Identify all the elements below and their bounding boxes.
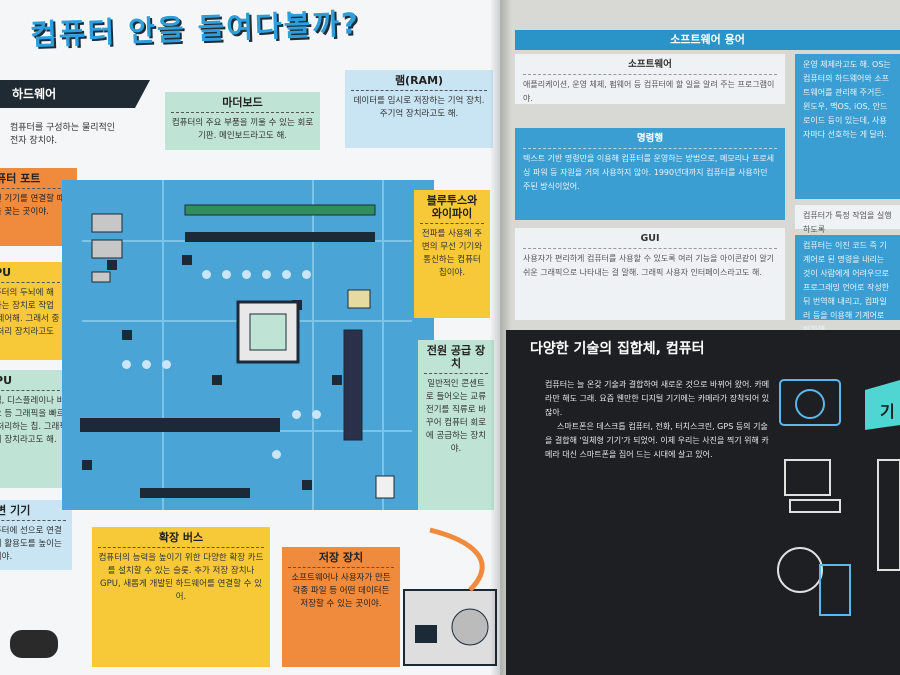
term-software-text: 애플리케이션, 운영 체제, 펌웨어 등 컴퓨터에 할 일을 알려 주는 프로그… [523,80,775,103]
motherboard-title: 마더보드 [171,96,314,113]
fusion-p2: 스마트폰은 데스크톱 컴퓨터, 전화, 터치스크린, GPS 등의 기술을 결합… [545,422,769,459]
software-header: 소프트웨어 용어 [515,30,900,50]
gpu-text: 게임, 디스플레이나 비디오 등 그래픽을 빠르게 처리하는 칩. 그래픽 처리… [0,396,68,445]
gpu-title: GPU [0,374,70,391]
ram-box: 램(RAM) 데이터를 임시로 저장하는 기억 장치. 주기억 장치라고도 해. [345,70,493,148]
term-cmd-title: 명령행 [523,132,777,149]
hardware-desc: 컴퓨터를 구성하는 물리적인 전자 장치야. [10,123,116,146]
motherboard-box: 마더보드 컴퓨터의 주요 부품을 끼울 수 있는 회로 기판. 메인보드라고도 … [165,92,320,150]
storage-text: 소프트웨어나 사용자가 만든 각종 파일 등 어떤 데이터든 저장할 수 있는 … [291,573,391,609]
storage-box: 저장 장치 소프트웨어나 사용자가 만든 각종 파일 등 어떤 데이터든 저장할… [282,547,400,667]
term-code-text: 컴퓨터는 이진 코드 즉 기계어로 된 명령을 내리는 것이 사람에게 어려우므… [803,241,890,334]
fusion-text: 컴퓨터는 늘 온갖 기술과 결합하여 새로운 것으로 바뀌어 왔어. 카메라만 … [545,378,770,462]
term-gui: GUI 사용자가 편리하게 컴퓨터를 사용할 수 있도록 여러 기능을 아이콘같… [515,228,785,320]
fusion-illustrations [777,379,900,616]
bluetooth-title: 블루투스와 와이파이 [420,194,484,224]
left-page: 컴퓨터 안을 들여다볼까? 하드웨어 컴퓨터를 구성하는 물리적인 전자 장치야… [0,0,500,675]
term-firmware-text: 컴퓨터가 특정 작업을 실행하도록 [803,211,892,234]
term-software: 소프트웨어 애플리케이션, 운영 체제, 펌웨어 등 컴퓨터에 할 일을 알려 … [515,54,785,104]
expansion-text: 컴퓨터의 능력을 높이기 위한 다양한 확장 카드를 설치할 수 있는 슬롯. … [98,553,264,602]
power-text: 일반적인 콘센트로 들어오는 교류 전기를 직류로 바꾸어 컴퓨터 회로에 공급… [425,379,487,454]
motherboard-text: 컴퓨터의 주요 부품을 끼울 수 있는 회로 기판. 메인보드라고도 해. [171,118,314,141]
cpu-title: CPU [0,266,60,283]
cpu-text: 컴퓨터의 두뇌에 해당하는 장치로 작업을 제어해. 그래서 중앙 처리 장치라… [0,288,60,337]
term-software-title: 소프트웨어 [523,58,777,75]
bluetooth-box: 블루투스와 와이파이 전파를 사용해 주변의 무선 기기와 통신하는 컴퓨터 칩… [414,190,490,318]
term-firmware: 컴퓨터가 특정 작업을 실행하도록 [795,205,900,234]
peripheral-box: 주변 기기 컴퓨터에 선으로 연결하여 활용도를 높이는 장치야. [0,500,72,570]
storage-title: 저장 장치 [288,551,394,568]
term-gui-text: 사용자가 편리하게 컴퓨터를 사용할 수 있도록 여러 기능을 아이콘같이 알기… [523,254,775,277]
bluetooth-text: 전파를 사용해 주변의 무선 기기와 통신하는 컴퓨터 칩이야. [421,229,483,278]
power-title: 전원 공급 장치 [424,344,488,374]
cpu-box: CPU 컴퓨터의 두뇌에 해당하는 장치로 작업을 제어해. 그래서 중앙 처리… [0,262,66,360]
board-components [10,204,497,666]
term-os-text: 운영 체제라고도 해. OS는 컴퓨터의 하드웨어와 소프트웨어를 관리해 주거… [803,60,891,139]
peripheral-text: 컴퓨터에 선으로 연결하여 활용도를 높이는 장치야. [0,526,62,562]
expansion-title: 확장 버스 [98,531,264,548]
fusion-header: 다양한 기술의 집합체, 컴퓨터 [530,341,705,357]
hardware-badge: 하드웨어 [0,80,150,108]
term-os: 운영 체제라고도 해. OS는 컴퓨터의 하드웨어와 소프트웨어를 관리해 주거… [795,54,900,199]
term-cmd-text: 텍스트 기반 명령만을 이용해 컴퓨터를 운영하는 방법으로, 메모리나 프로세… [523,154,775,191]
ram-title: 램(RAM) [351,74,487,91]
fusion-bubble-text: 기 [880,402,895,421]
power-box: 전원 공급 장치 일반적인 콘센트로 들어오는 교류 전기를 직류로 바꾸어 컴… [418,340,494,510]
peripheral-title: 주변 기기 [0,504,66,521]
term-gui-title: GUI [523,232,777,249]
fusion-p1: 컴퓨터는 늘 온갖 기술과 결합하여 새로운 것으로 바뀌어 왔어. 카메라만 … [545,380,770,417]
term-cmd: 명령행 텍스트 기반 명령만을 이용해 컴퓨터를 운영하는 방법으로, 메모리나… [515,128,785,220]
ram-text: 데이터를 임시로 저장하는 기억 장치. 주기억 장치라고도 해. [353,96,485,119]
port-title: 컴퓨터 포트 [0,172,71,189]
port-text: 주변 기기를 연결할 때 선을 꽂는 곳이야. [0,194,65,217]
fusion-section [506,330,900,675]
term-code: 컴퓨터는 이진 코드 즉 기계어로 된 명령을 내리는 것이 사람에게 어려우므… [795,235,900,334]
expansion-box: 확장 버스 컴퓨터의 능력을 높이기 위한 다양한 확장 카드를 설치할 수 있… [92,527,270,667]
